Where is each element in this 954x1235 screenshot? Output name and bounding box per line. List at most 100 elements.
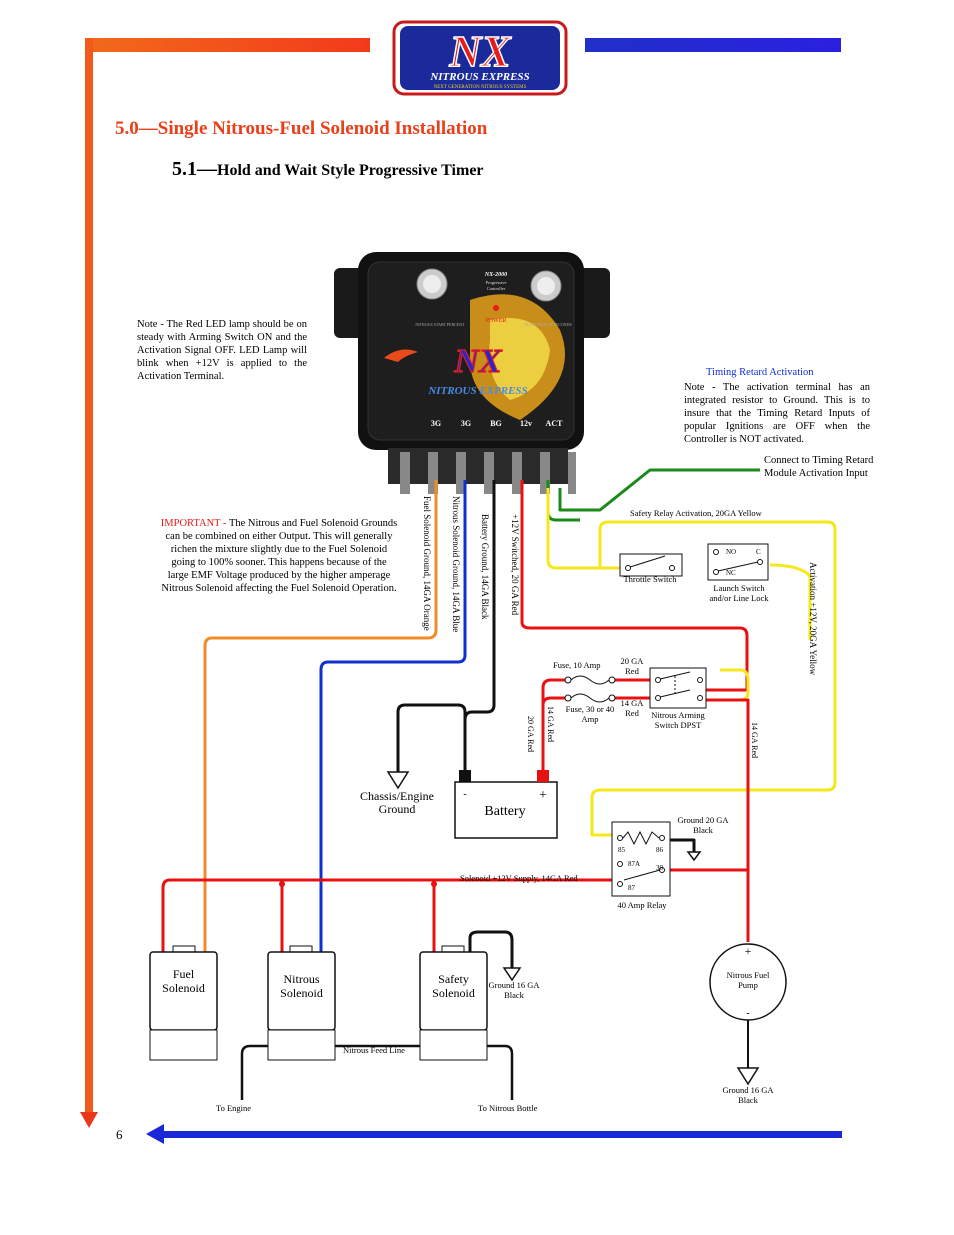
svg-text:+: + [745,944,752,958]
pump-ground-label: Ground 16 GA Black [722,1085,774,1105]
launch-c: C [756,548,761,556]
important-body: The Nitrous and Fuel Solenoid Grounds ca… [161,518,398,594]
connect-timing-label: Connect to Timing Retard Module Activati… [764,455,874,479]
fuse-10a-label: Fuse, 10 Amp [553,660,601,670]
battery: - + Battery [454,770,558,839]
terminal-label-3: BG [490,419,502,428]
top-right-bar [585,38,841,52]
to-engine-label: To Engine [216,1103,252,1113]
pump-label: Nitrous Fuel Pump [726,970,770,990]
progressive-controller: NX-2000 Progressive Controller POWER NIT… [334,252,610,494]
relay-pin-86: 86 [656,846,664,854]
left-arrow-head [146,1124,164,1144]
throttle-switch-label: Throttle Switch [623,574,677,584]
svg-text:-: - [746,1008,749,1019]
launch-no: NO [726,548,736,556]
timing-retard-wire [558,468,760,512]
relay-pin-87a: 87A [628,860,640,868]
chassis-ground-symbol [386,771,410,790]
chassis-ground-label: Chassis/Engine Ground [360,789,434,816]
safety-ground-wire [468,930,514,970]
left-orange-bar [85,38,93,1118]
solenoid-supply-wire [161,878,614,952]
terminal-label-1: 3G [431,419,441,428]
relay-pin-85: 85 [618,846,626,854]
safety-relay-activation-wire [546,488,620,570]
section-heading: 5.0—Single Nitrous-Fuel Solenoid Install… [115,118,488,139]
red-14ga-label: 14 GA Red [620,698,644,718]
battery-20ga-red-wire [541,678,570,772]
nitrous-fuel-pump: + - [709,943,787,1021]
relay-40a: 85 86 87A 30 87 [611,821,671,897]
bottom-blue-bar [160,1131,842,1138]
relay-pin-87: 87 [628,884,636,892]
nitrous-feed-line [240,1044,514,1100]
arming-switch-label: Nitrous Arming Switch DPST [651,710,705,730]
fuse-30a [564,693,616,703]
activation-label: Activation +12V, 20GA Yellow [808,562,818,676]
relay-ground-symbol [686,851,702,862]
fuel-solenoid-label: Fuel Solenoid [162,967,205,995]
terminal-label-4: 12v [520,419,532,428]
fuel-solenoid [149,945,218,1061]
timing-title: Timing Retard Activation [706,367,814,378]
safety-relay-label: Safety Relay Activation, 20GA Yellow [630,508,762,518]
down-arrow-head [80,1112,98,1128]
timing-note: Note - The activation terminal has an in… [684,382,870,445]
launch-switch-label: Launch Switch and/or Line Lock [709,583,769,603]
nx-logo: NX NITROUS EXPRESS NEXT GENERATION NITRO… [392,20,568,96]
terminal-label-5: ACT [546,419,564,428]
launch-yellow-wire [769,563,812,640]
led-note: Note - The Red LED lamp should be on ste… [137,319,307,382]
important-note: IMPORTANT - The Nitrous and Fuel Solenoi… [160,517,398,595]
pump-ground-symbol [736,1067,760,1086]
activation-yellow-wire [590,520,837,837]
relay-label: 40 Amp Relay [617,900,667,910]
knob-left-label: NITROUS START PERCENT [415,322,465,327]
red-20ga-label: 20 GA Red [620,656,644,676]
safety-solenoid [419,945,488,1061]
subsection-heading: 5.1—Hold and Wait Style Progressive Time… [172,158,484,181]
battery-ground-label: Battery Ground, 14GA Black [480,514,490,620]
controller-brand: NITROUS EXPRESS [427,385,527,397]
pump-14ga-red-wire [705,698,750,942]
switched-12v-label: +12V Switched, 20 GA Red [510,514,520,616]
nitrous-ground-label: Nitrous Solenoid Ground, 14GA Blue [451,496,461,633]
controller-subtitle-2: Controller [487,286,506,291]
relay-pin-30: 30 [656,864,664,872]
svg-text:-: - [463,789,466,800]
logo-tagline: NEXT GENERATION NITROUS SYSTEMS [434,85,527,90]
subsection-title: Hold and Wait Style Progressive Timer [217,162,484,179]
top-left-bar [85,38,370,52]
controller-logo: NX [453,343,503,380]
to-bottle-label: To Nitrous Bottle [478,1103,538,1113]
feed-line-label: Nitrous Feed Line [343,1045,405,1055]
logo-main: NX [448,27,512,76]
safety-solenoid-label: Safety Solenoid [432,972,475,1000]
fuse-30a-label: Fuse, 30 or 40 Amp [565,704,615,724]
switched-12v-wire [520,480,749,692]
fuel-ground-label: Fuel Solenoid Ground, 14GA Orange [422,496,432,631]
launch-nc: NC [726,569,736,577]
safety-ground-label: Ground 16 GA Black [488,980,540,1000]
subsection-number: 5.1— [172,158,217,180]
red-20ga-vertical: 20 GA Red [526,716,535,752]
controller-subtitle-1: Progressive [486,280,507,285]
fuel-ground-wire [203,480,438,952]
arming-yellow-link [700,668,750,702]
relay-ground-label: Ground 20 GA Black [677,815,729,835]
nitrous-solenoid [267,945,336,1061]
battery-label: Battery [484,804,525,819]
terminal-label-2: 3G [461,419,471,428]
arming-switch [649,667,707,709]
knob-right-label: BUILD TIME IN SECONDS [524,322,571,327]
launch-switch: NO NC C [707,543,769,581]
chassis-ground-wire [396,703,467,772]
controller-power-label: POWER [486,318,507,324]
red-14ga-right-label: 14 GA Red [750,722,759,758]
battery-14ga-red-wire [541,696,570,772]
page-number: 6 [116,1127,123,1142]
controller-model: NX-2000 [484,272,507,278]
